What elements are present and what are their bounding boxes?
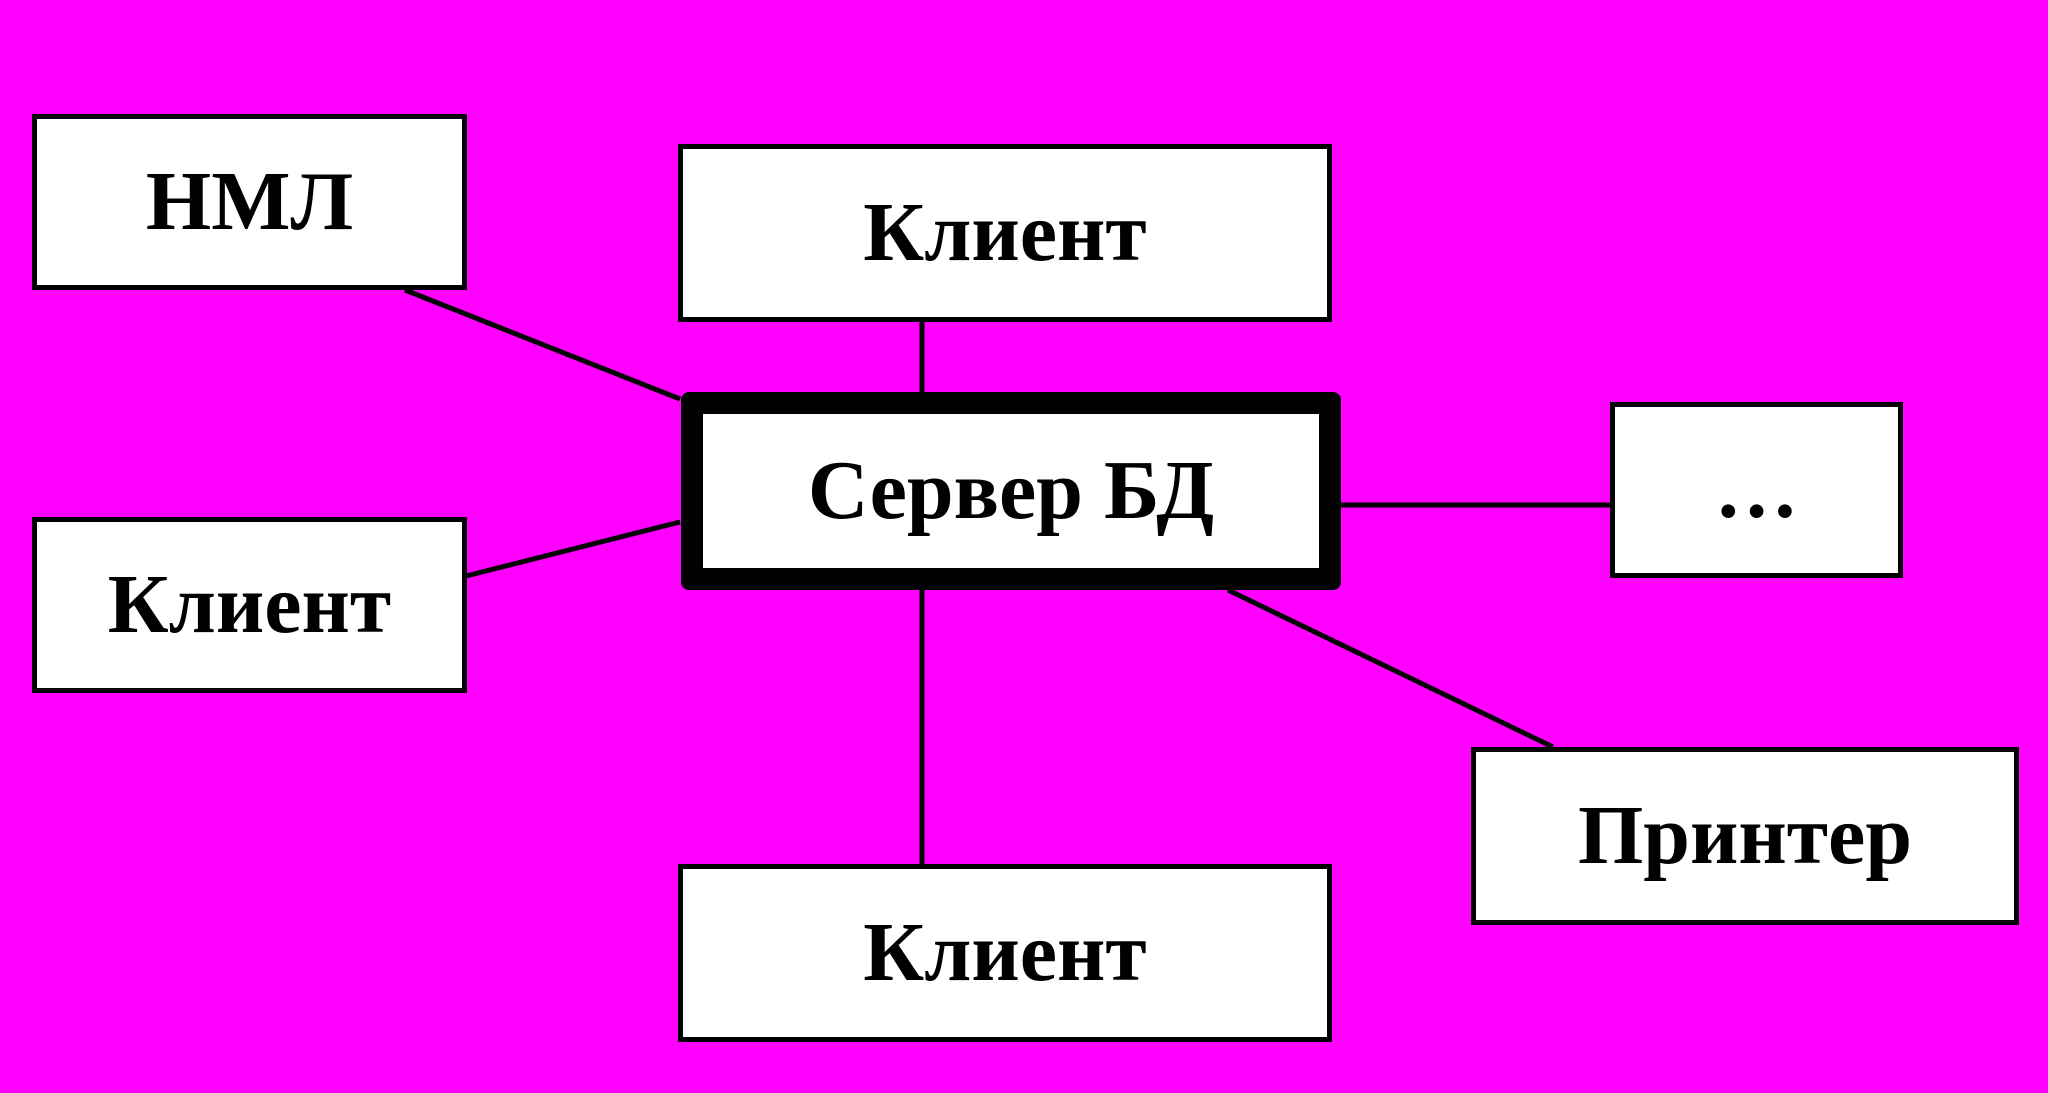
node-printer: Принтер [1471, 747, 2019, 925]
node-db-server: Сервер БД [681, 392, 1341, 590]
link-server-printer [1226, 587, 1555, 750]
node-nml: НМЛ [32, 114, 467, 290]
node-client-top: Клиент [678, 144, 1332, 322]
node-client-bottom: Клиент [678, 864, 1332, 1042]
link-server-client-left [465, 519, 681, 579]
node-more-ellipsis: … [1610, 402, 1903, 578]
link-server-nml [404, 287, 681, 402]
node-client-left: Клиент [32, 517, 467, 693]
